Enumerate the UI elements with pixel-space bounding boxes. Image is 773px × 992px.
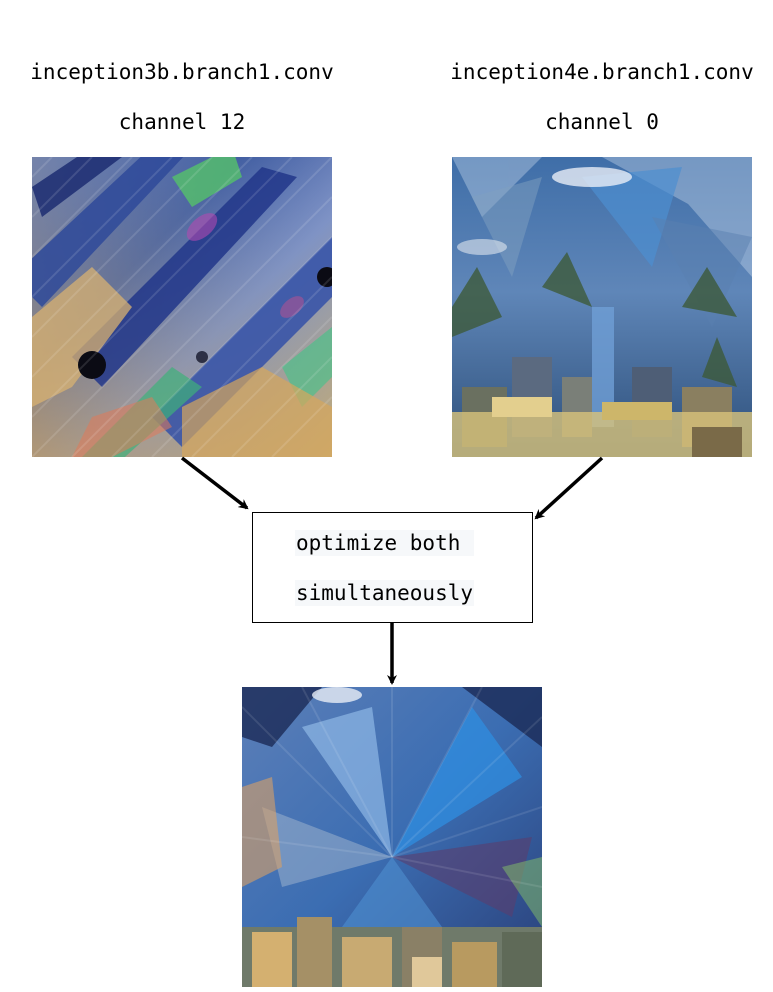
right-feature-visualization: [452, 157, 752, 457]
optimization-step-box: optimize both simultaneously: [252, 512, 533, 623]
left-feature-visualization: [32, 157, 332, 457]
arrow-right-to-box: [534, 456, 604, 520]
combined-feature-visualization: [242, 687, 542, 987]
right-layer-name: inception4e.branch1.conv: [450, 60, 754, 84]
left-channel-label: channel 12: [118, 110, 246, 134]
right-channel-label: channel 0: [545, 110, 659, 134]
process-text-line-1: optimize both: [295, 530, 475, 556]
process-text-line-2: simultaneously: [295, 580, 475, 606]
arrow-left-to-box: [180, 456, 249, 510]
left-layer-name: inception3b.branch1.conv: [30, 60, 334, 84]
